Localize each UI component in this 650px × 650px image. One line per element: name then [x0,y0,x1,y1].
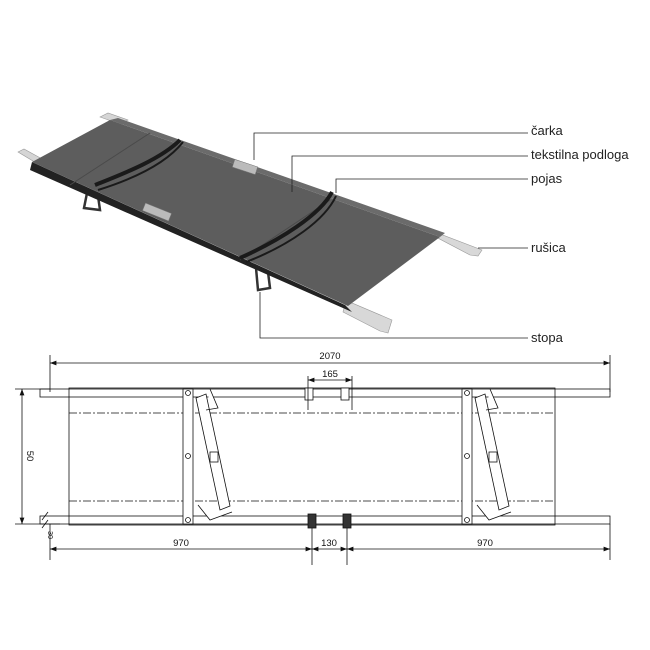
strap-right [474,388,512,521]
label-stopa: stopa [531,330,564,345]
fabric-sidewall [110,118,445,237]
dim-total-length: 2070 [319,351,340,362]
technical-drawing [15,355,611,565]
leg [254,267,272,292]
dim-rail: 30 [46,531,53,539]
strap-left [195,388,233,521]
pole-handle-bottom-right [342,302,393,334]
strap [94,138,182,187]
stretcher-illustration [17,112,483,334]
dim-width: 50 [24,451,35,462]
fabric-bed [32,120,440,306]
dim-hinge-gap: 130 [321,538,337,549]
dim-right-section: 970 [477,538,493,549]
rail-top [39,388,611,398]
leg [82,187,102,212]
leader-carka [253,132,528,160]
strap [239,191,334,260]
label-rusica: rušica [531,240,566,255]
pole-handle-right [433,233,483,257]
hinge-bottom [307,513,317,529]
label-carka: čarka [531,123,564,138]
hinge-top [304,387,314,401]
hinge-latch [232,159,258,175]
leader-stopa [259,292,528,339]
canvas-fold-dashline [69,412,555,502]
strap [245,195,337,263]
rail-bottom [39,515,611,525]
label-pojas: pojas [531,171,563,186]
leader-pojas [335,178,528,193]
leader-lines [253,132,528,339]
hinge-latch [142,202,172,222]
fabric-side [30,162,352,312]
dim-handle-spacing: 165 [322,369,338,380]
strap [97,141,184,191]
dim-left-section: 970 [173,538,189,549]
crossbar-left [182,388,194,525]
label-tekstilna-podloga: tekstilna podloga [531,147,629,162]
leader-tekstilna-podloga [291,155,528,192]
crossbar-right [461,388,473,525]
